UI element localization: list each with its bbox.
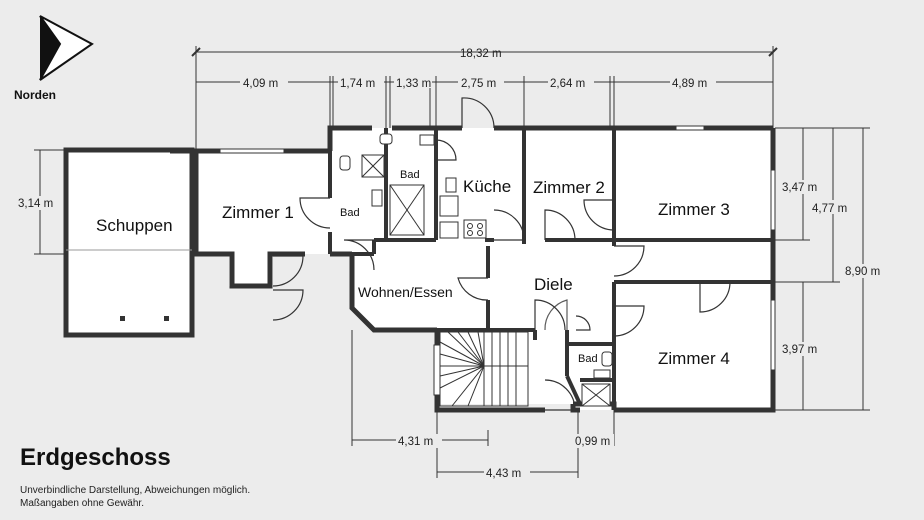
disclaimer-line-1: Unverbindliche Darstellung, Abweichungen…	[20, 485, 251, 496]
sink-icon	[593, 369, 611, 379]
sink-icon	[439, 221, 459, 239]
fridge-icon	[445, 177, 457, 193]
building-floor	[196, 128, 773, 410]
dimension-bottom-b: 0,99 m	[575, 436, 610, 448]
sink-icon	[371, 189, 383, 207]
dimension-right-upper: 3,47 m	[782, 182, 817, 194]
shed	[63, 147, 195, 338]
room-label-wohnen-essen: Wohnen/Essen	[358, 284, 453, 300]
north-label: Norden	[14, 88, 56, 102]
dimension-schuppen-depth: 3,14 m	[18, 198, 53, 210]
room-label-schuppen: Schuppen	[96, 216, 173, 235]
room-label-zimmer-2: Zimmer 2	[533, 178, 605, 197]
room-label-bad-mid: Bad	[400, 169, 420, 181]
doors	[272, 97, 731, 411]
counter-icon	[439, 195, 459, 217]
sink-icon	[419, 134, 435, 146]
room-label-zimmer-1: Zimmer 1	[222, 203, 294, 222]
interior-walls	[328, 128, 773, 410]
toilet-icon	[339, 155, 351, 171]
dimension-seg-3: 1,33 m	[396, 78, 431, 90]
dimension-right-lower: 3,97 m	[782, 344, 817, 356]
dimension-bottom-a: 4,31 m	[398, 436, 433, 448]
dimension-total-width: 18,32 m	[460, 48, 502, 60]
dimension-seg-2: 1,74 m	[340, 78, 375, 90]
fixtures	[339, 133, 613, 407]
stove-icon	[463, 219, 487, 239]
dimension-seg-6: 4,89 m	[672, 78, 707, 90]
floor-title: Erdgeschoss	[20, 444, 171, 471]
dimension-seg-1: 4,09 m	[243, 78, 278, 90]
dimension-bottom-c: 4,43 m	[486, 468, 521, 480]
dimension-right-total: 8,90 m	[845, 266, 880, 278]
dimension-seg-5: 2,64 m	[550, 78, 585, 90]
room-label-zimmer-3: Zimmer 3	[658, 200, 730, 219]
staircase	[439, 331, 529, 407]
room-label-zimmer-4: Zimmer 4	[658, 349, 730, 368]
dimension-seg-4: 2,75 m	[461, 78, 496, 90]
toilet-icon	[379, 133, 393, 145]
room-label-bad-small: Bad	[340, 207, 360, 219]
room-label-kueche: Küche	[463, 177, 511, 196]
room-label-bad-lower: Bad	[578, 353, 598, 365]
north-arrow-icon	[39, 15, 94, 81]
disclaimer: Unverbindliche Darstellung, Abweichungen…	[20, 484, 250, 510]
toilet-icon	[601, 351, 613, 367]
dimension-right-mid: 4,77 m	[812, 203, 847, 215]
room-label-diele: Diele	[534, 275, 573, 294]
disclaimer-line-2: Maßangaben ohne Gewähr.	[20, 498, 144, 509]
